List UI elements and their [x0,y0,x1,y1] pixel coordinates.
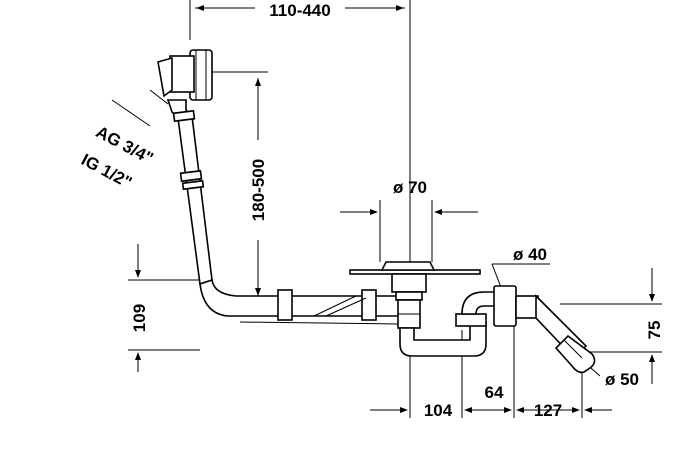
dim-offset-64: 64 [485,383,504,402]
outlet-bend [493,285,596,374]
dim-outlet-diameter: ø 50 [605,370,639,389]
connecting-hose [199,278,401,325]
dimension-arrows [135,5,655,413]
dim-offset-104: 104 [424,401,453,420]
waste-valve [349,261,481,329]
dim-bend-diameter: ø 40 [513,245,547,264]
overflow-riser-pipe [166,99,213,286]
dimension-lines [111,0,662,418]
overflow-head [157,49,213,101]
dim-offset-127: 127 [534,401,562,420]
dim-height-left: 109 [130,304,149,332]
dim-waste-diameter: ø 70 [393,178,427,197]
dim-overflow-height: 180-500 [249,159,268,221]
dim-height-right: 75 [645,321,664,340]
dim-overflow-reach: 110-440 [269,1,330,20]
